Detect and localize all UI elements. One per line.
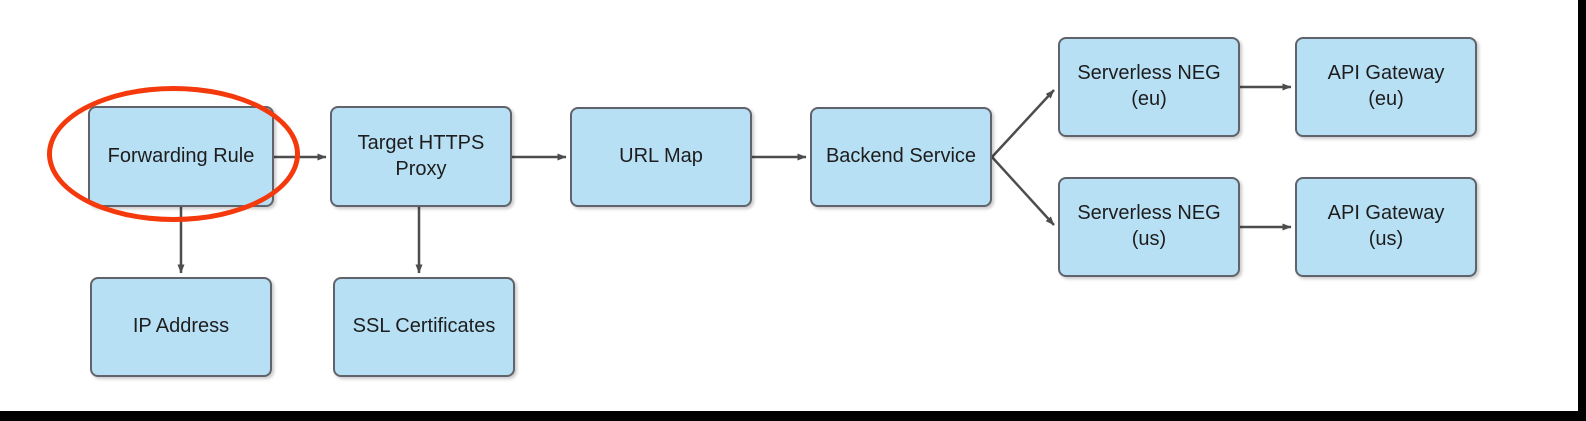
node-ip-address[interactable]: IP Address xyxy=(90,277,272,377)
node-url-map[interactable]: URL Map xyxy=(570,107,752,207)
window-edge-bottom xyxy=(0,411,1586,421)
node-target-https-proxy[interactable]: Target HTTPS Proxy xyxy=(330,106,512,207)
node-backend-service[interactable]: Backend Service xyxy=(810,107,992,207)
edge-backend-to-neg-us xyxy=(991,156,1055,226)
node-forwarding-rule[interactable]: Forwarding Rule xyxy=(88,106,274,207)
node-api-gateway-us[interactable]: API Gateway (us) xyxy=(1295,177,1477,277)
node-label-ip-address: IP Address xyxy=(132,315,230,338)
node-label-serverless-neg-us: Serverless NEG (us) xyxy=(1077,202,1221,250)
node-label-api-gateway-eu: API Gateway (eu) xyxy=(1327,62,1445,110)
node-serverless-neg-us[interactable]: Serverless NEG (us) xyxy=(1058,177,1240,277)
node-label-serverless-neg-eu: Serverless NEG (eu) xyxy=(1077,62,1221,110)
window-edge-right xyxy=(1578,0,1586,411)
node-api-gateway-eu[interactable]: API Gateway (eu) xyxy=(1295,37,1477,137)
node-label-target-https-proxy: Target HTTPS Proxy xyxy=(357,131,485,180)
node-label-backend-service: Backend Service xyxy=(825,145,977,168)
node-label-api-gateway-us: API Gateway (us) xyxy=(1327,202,1445,250)
edge-backend-to-neg-eu xyxy=(991,89,1055,158)
node-serverless-neg-eu[interactable]: Serverless NEG (eu) xyxy=(1058,37,1240,137)
node-ssl-certificates[interactable]: SSL Certificates xyxy=(333,277,515,377)
node-label-ssl-certificates: SSL Certificates xyxy=(352,315,496,338)
node-label-forwarding-rule: Forwarding Rule xyxy=(107,144,255,167)
node-label-url-map: URL Map xyxy=(619,145,703,168)
